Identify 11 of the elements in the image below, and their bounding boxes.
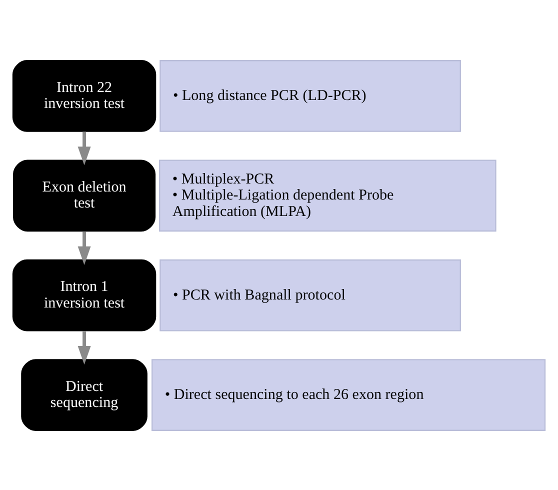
node-box: Intron 1 inversion test — [12, 258, 156, 331]
node-box: • Multiplex-PCR • Multiple-Ligation dependent Probe Amplification (MLPA) — [159, 159, 496, 232]
node-box: • Direct sequencing to each 26 exon region — [152, 358, 546, 430]
arrow — [78, 230, 91, 264]
arrow — [78, 131, 91, 165]
node-box: Exon deletion test — [13, 159, 156, 232]
node-box: Intron 22 inversion test — [12, 60, 156, 132]
node-box: • PCR with Bagnall protocol — [160, 258, 461, 331]
node-box: • Long distance PCR (LD-PCR) — [160, 60, 461, 132]
arrow — [78, 330, 91, 364]
node-box: Direct sequencing — [21, 358, 148, 430]
